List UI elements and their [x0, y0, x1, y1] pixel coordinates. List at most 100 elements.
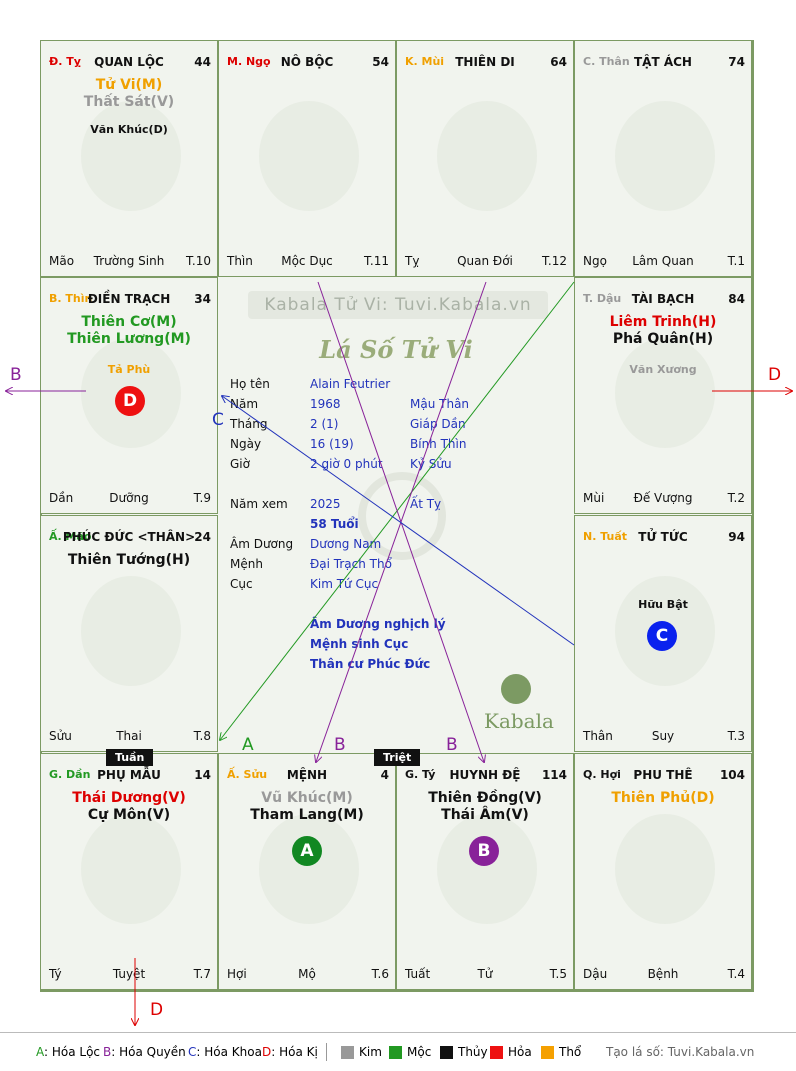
palace-month: T.6 [371, 967, 389, 981]
palace-age: 84 [728, 292, 745, 306]
zodiac-watermark [259, 814, 359, 924]
info-value: Alain Feutrier [310, 377, 391, 391]
minor-star: Hữu Bật [638, 598, 688, 611]
palace-stem: K. Mùi [405, 55, 445, 68]
info-label: Năm [230, 397, 259, 411]
info-label: Giờ [230, 457, 250, 471]
palace-stage: Suy [651, 729, 675, 743]
main-star: Liêm Trinh(H) [609, 314, 717, 330]
palace-branch: Tỵ [405, 254, 420, 268]
palace-stem: B. Thìn [49, 292, 93, 305]
info-value: 58 Tuổi [310, 517, 359, 531]
info-label: Cục [230, 577, 253, 591]
main-star: Phá Quân(H) [612, 331, 714, 347]
site-link[interactable]: Tạo lá số: Tuvi.Kabala.vn [606, 1045, 755, 1059]
palace-branch: Thân [583, 729, 613, 743]
legend-item: B: Hóa Quyền [103, 1045, 186, 1059]
tag-triet: Triệt [374, 749, 421, 766]
palace-stem: Đ. Tỵ [49, 55, 81, 68]
transform-marker-c: C [647, 621, 677, 651]
palace-month: T.2 [727, 491, 745, 505]
element-name: Mộc [407, 1045, 432, 1059]
palace-branch: Hợi [227, 967, 247, 981]
main-star: Tử Vi(M) [95, 77, 163, 93]
info-canchi: Ất Tỵ [410, 497, 442, 511]
minor-star: Văn Xương [629, 363, 697, 376]
main-star: Thái Âm(V) [441, 807, 529, 823]
minor-star: Tả Phù [107, 363, 151, 376]
palace-branch: Thìn [227, 254, 253, 268]
palace-stage: Mộ [298, 967, 316, 981]
palace-name: QUAN LỘC [94, 55, 164, 69]
main-star: Thiên Đồng(V) [428, 790, 542, 806]
info-value: 2025 [310, 497, 341, 511]
palace-branch: Dậu [583, 967, 608, 981]
palace-name: THIÊN DI [455, 55, 515, 69]
zodiac-watermark [437, 101, 537, 211]
palace-month: T.1 [727, 254, 745, 268]
palace-name: NÔ BỘC [280, 55, 334, 69]
transform-marker-b: B [469, 836, 499, 866]
legend-text: : Hóa Lộc [44, 1045, 101, 1059]
legend-letter: B [103, 1045, 112, 1059]
element-swatch [440, 1046, 453, 1059]
brand-logo-icon [501, 674, 531, 704]
palace-branch: Mão [49, 254, 75, 268]
palace-stage: Tuyệt [112, 967, 146, 981]
legend-divider [326, 1043, 327, 1061]
info-value: 1968 [310, 397, 341, 411]
palace-stage: Lâm Quan [632, 254, 694, 268]
palace-month: T.3 [727, 729, 745, 743]
palace-stem: Q. Hợi [583, 768, 621, 781]
zodiac-watermark [81, 101, 181, 211]
chart-note: Âm Dương nghịch lý [310, 617, 446, 631]
site-banner: Kabala Tử Vi: Tuvi.Kabala.vn [248, 291, 548, 319]
palace-branch: Sửu [49, 729, 72, 743]
tag-tuan: Tuần [106, 749, 154, 766]
palace-stem: C. Thân [583, 55, 630, 68]
info-canchi: Bính Thìn [410, 437, 467, 451]
arrow-label-b: B [10, 365, 22, 385]
palace-name: MỆNH [286, 768, 328, 782]
palace-month: T.11 [364, 254, 389, 268]
palace-month: T.10 [186, 254, 211, 268]
zodiac-watermark [615, 814, 715, 924]
palace-name: TẬT ÁCH [634, 55, 692, 69]
element-name: Thổ [559, 1045, 582, 1059]
palace-stage: Đế Vượng [633, 491, 693, 505]
palace-age: 24 [194, 530, 211, 544]
palace-branch: Mùi [583, 491, 605, 505]
chart-title: Lá Số Tử Vi [319, 335, 473, 364]
palace-stem: Ấ. Sửu [227, 768, 268, 781]
info-value: Đại Trạch Thổ [310, 557, 392, 571]
info-label: Họ tên [230, 377, 270, 391]
palace-month: T.8 [193, 729, 211, 743]
element-name: Kim [359, 1045, 382, 1059]
element-name: Thủy [458, 1045, 488, 1059]
legend-text: : Hóa Quyền [111, 1045, 186, 1059]
palace-stage: Quan Đới [457, 254, 513, 268]
palace-stage: Trường Sinh [93, 254, 165, 268]
transform-marker-d: D [115, 386, 145, 416]
legend-bar: A: Hóa Lộc B: Hóa Quyền C: Hóa Khoa D: H… [0, 1032, 796, 1071]
info-label: Năm xem [230, 497, 288, 511]
palace-stage: Dưỡng [109, 491, 149, 505]
legend-letter: D [262, 1045, 272, 1059]
zodiac-watermark [615, 101, 715, 211]
chart-note: Mệnh sinh Cục [310, 637, 409, 651]
arrow-label-d: D [150, 1000, 163, 1020]
palace-name: PHU THÊ [633, 768, 693, 782]
palace-stem: G. Tý [405, 768, 436, 781]
palace-stage: Mộc Dục [281, 254, 333, 268]
palace-branch: Tuất [405, 967, 431, 981]
main-star: Thiên Tướng(H) [67, 552, 191, 568]
palace-age: 74 [728, 55, 745, 69]
zodiac-watermark [81, 814, 181, 924]
